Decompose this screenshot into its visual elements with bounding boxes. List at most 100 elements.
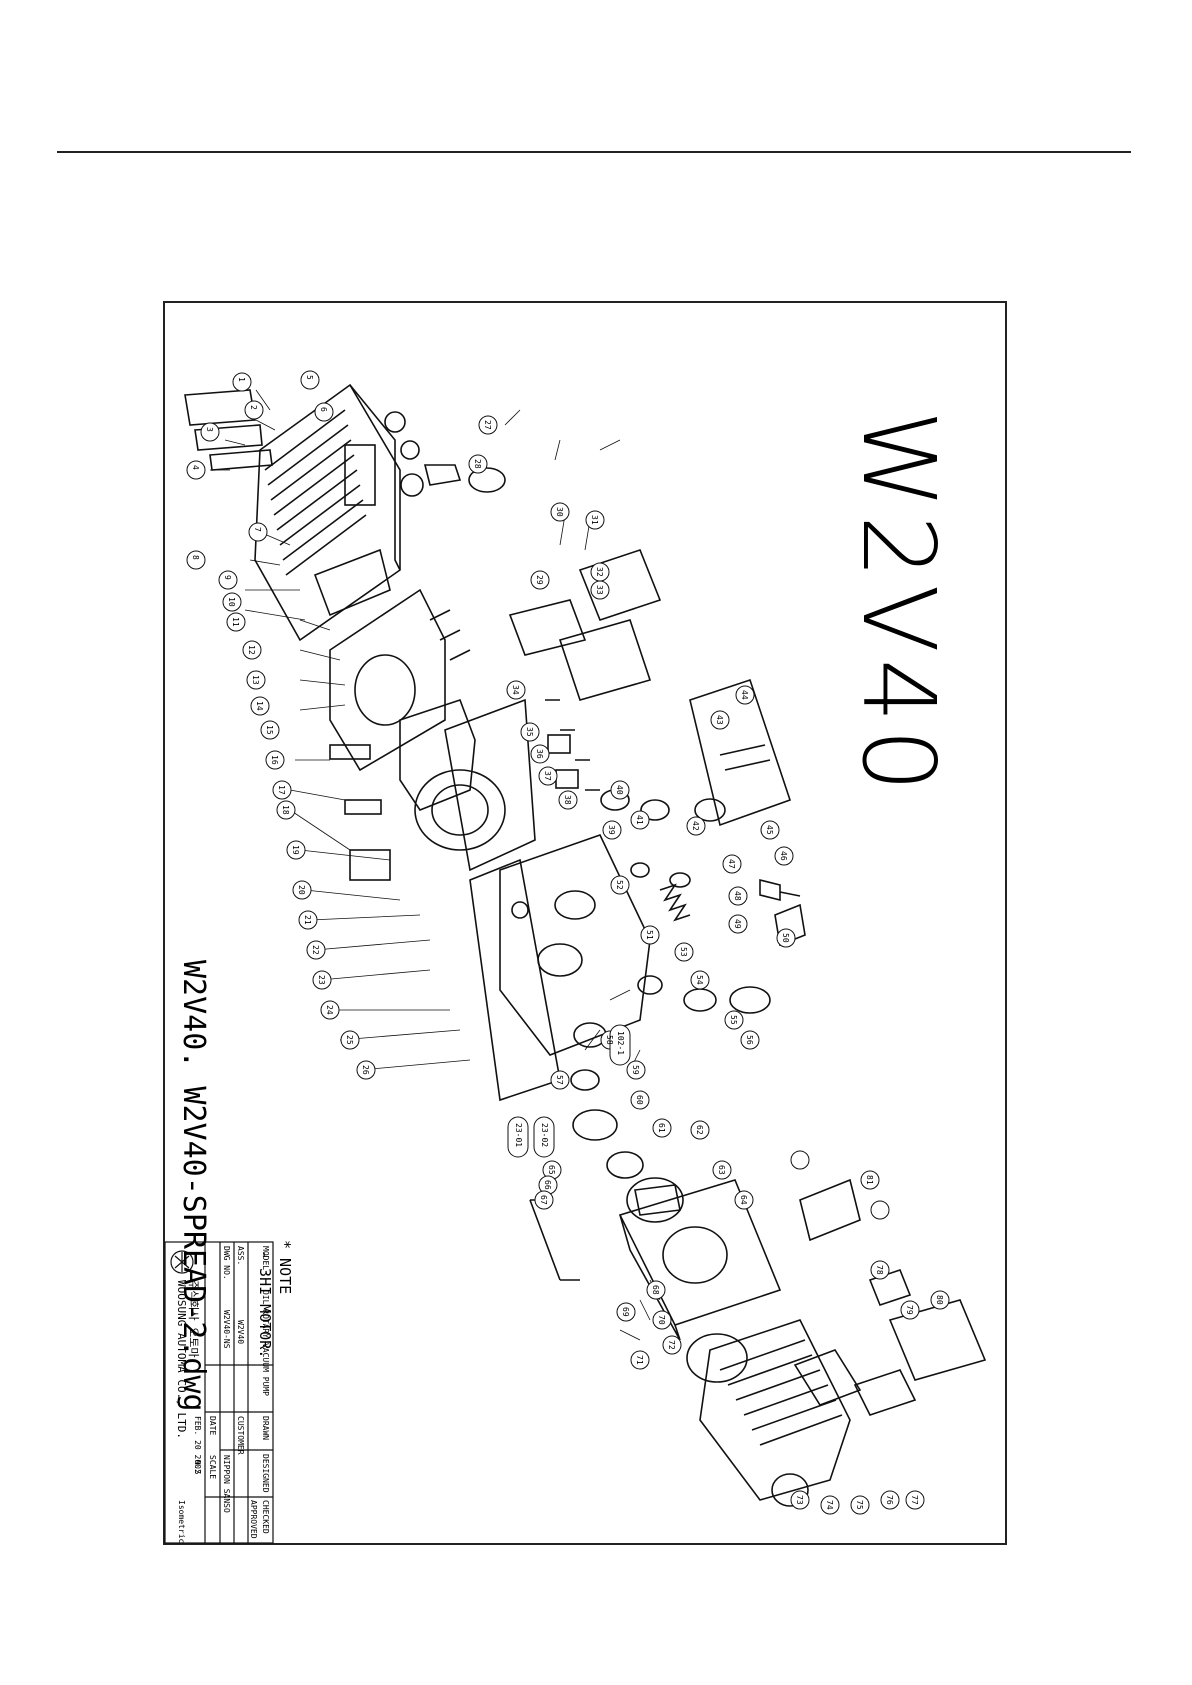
part-callout-number: 61 <box>657 1123 666 1133</box>
note-title: * NOTE <box>276 1240 294 1295</box>
tb-company-english: WOOSUNG AUTOMA CO., LTD. <box>175 1280 188 1439</box>
callout-bubble <box>468 454 488 474</box>
coupling-jaws <box>634 1184 681 1216</box>
part-callout-number: 39 <box>607 825 616 835</box>
callout-bubble <box>652 1310 672 1330</box>
callout-bubble <box>314 402 334 422</box>
tb-drawn-label: DRAWN <box>261 1416 270 1441</box>
bracket-plate <box>578 549 662 621</box>
part-callout-number: 20 <box>297 885 306 895</box>
assembly-label-boxes <box>507 1024 631 1158</box>
part-callout-number: 14 <box>255 701 264 711</box>
clip-plate-1 <box>547 734 571 754</box>
part-callout-number: 19 <box>291 845 300 855</box>
part-callout-number: 55 <box>729 1015 738 1025</box>
part-callout-number: 69 <box>621 1307 630 1317</box>
callout-bubble <box>930 1290 950 1310</box>
callout-bubble <box>626 1060 646 1080</box>
callout-bubble <box>186 550 206 570</box>
callout-bubble <box>690 1120 710 1140</box>
callout-bubble <box>790 1150 810 1170</box>
callout-bubble <box>300 370 320 390</box>
drawing-sheet-frame <box>163 301 1007 1545</box>
part-callout-number: 2 <box>249 405 258 410</box>
tb-scale-label: SCALE <box>208 1455 217 1480</box>
callout-bubble <box>630 1350 650 1370</box>
rod-1 <box>719 744 771 771</box>
callout-bubble <box>850 1495 870 1515</box>
callout-bubble <box>244 400 264 420</box>
callout-bubble <box>186 460 206 480</box>
header-rule <box>57 151 1131 153</box>
company-logo-mark <box>174 1252 190 1272</box>
part-callout-number: 49 <box>733 919 742 929</box>
control-plate <box>689 678 792 827</box>
part-callout-number: 47 <box>727 859 736 869</box>
part-callout-number: 42 <box>691 821 700 831</box>
part-callout-number: 46 <box>779 851 788 861</box>
part-callout-number: 80 <box>935 1295 944 1305</box>
part-callout-number: 59 <box>631 1065 640 1075</box>
callout-bubble <box>200 422 220 442</box>
cylinder-bore <box>354 654 416 726</box>
callout-bubble <box>260 720 280 740</box>
tb-customer-label: CUSTOMER <box>236 1416 245 1455</box>
part-callout-number: 6 <box>319 407 328 412</box>
part-callout-number: 70 <box>657 1315 666 1325</box>
callout-bubble <box>734 1190 754 1210</box>
part-callout-number: 50 <box>781 933 790 943</box>
fitting-ring-2 <box>400 440 420 460</box>
part-callout-number: 10 <box>227 597 236 607</box>
callout-bubble <box>558 790 578 810</box>
tb-ass-label: ASS. <box>236 1246 245 1266</box>
assembly-label: 102-1 <box>616 1031 625 1056</box>
callout-bubble <box>690 970 710 990</box>
callout-bubble <box>530 744 550 764</box>
part-callout-number: 45 <box>765 825 774 835</box>
terminal-plate <box>853 1369 917 1416</box>
part-callout-number: 58 <box>605 1035 614 1045</box>
tb-company-korean: 주식회사 오토마 <box>187 1280 200 1358</box>
tb-model-value: OIL ROTARY VACUUM PUMP <box>261 1290 270 1396</box>
callout-bubble <box>232 372 252 392</box>
terminal-box <box>793 1349 862 1406</box>
part-callout-number: 64 <box>739 1195 748 1205</box>
part-callout-number: 22 <box>311 945 320 955</box>
callout-bubble <box>905 1490 925 1510</box>
callout-bubble <box>312 970 332 990</box>
callout-bubble <box>585 510 605 530</box>
base-plate-lower <box>529 1199 580 1281</box>
callout-bubble <box>640 925 660 945</box>
callout-bubble <box>276 800 296 820</box>
part-callout-number: 63 <box>717 1165 726 1175</box>
plug-fitting <box>423 464 462 486</box>
tb-view-value: Isometric <box>177 1500 186 1544</box>
ring-col-2 <box>669 872 691 888</box>
side-cover-frame <box>444 698 536 872</box>
key-plate <box>349 849 391 881</box>
tb-dwg-value: W2V40-NS <box>222 1310 231 1349</box>
part-callout-number: 81 <box>865 1175 874 1185</box>
tb-ass-value: W2V40 <box>236 1320 245 1345</box>
title-block-grid <box>164 1241 274 1544</box>
gear-3 <box>694 798 726 822</box>
callout-bubble <box>776 928 796 948</box>
callout-bubble <box>248 522 268 542</box>
coupling-ring-2 <box>572 1109 618 1141</box>
part-callout-number: 23 <box>317 975 326 985</box>
assembly-label-box <box>533 1116 555 1158</box>
callout-bubble <box>550 502 570 522</box>
callout-bubble <box>272 780 292 800</box>
oring-right <box>637 975 663 995</box>
callout-bubble <box>662 1335 682 1355</box>
part-callout-number: 40 <box>615 785 624 795</box>
part-callout-number: 4 <box>191 465 200 470</box>
callout-bubble <box>630 810 650 830</box>
part-callout-number: 3 <box>205 427 214 432</box>
callout-bubble <box>724 1010 744 1030</box>
washer-right <box>729 986 771 1014</box>
drawing-title: W2V40 <box>840 410 957 799</box>
cylinder-block <box>329 588 446 772</box>
part-callout-number: 27 <box>483 420 492 430</box>
